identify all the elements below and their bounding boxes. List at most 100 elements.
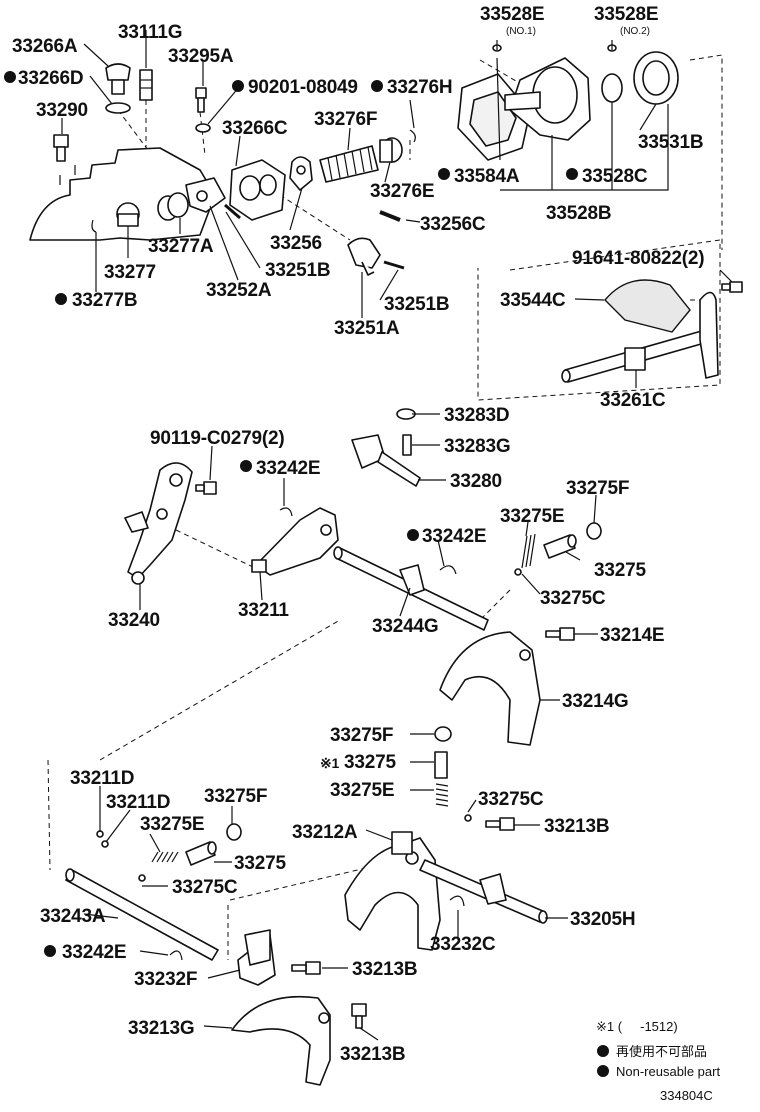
label-90119: 90119-C0279(2) [150,428,285,449]
label-33275F-c: 33275F [204,786,267,807]
ring-33277B [91,219,97,233]
label-33261C: 33261C [600,390,666,411]
label-33275-a: 33275 [594,560,646,581]
ball-33275C-a [514,568,522,576]
label-33244G: 33244G [372,616,438,637]
pin-33275-b [434,751,448,779]
label-33528C: 33528C [582,166,648,187]
breather-plug [105,63,131,95]
label-33283D: 33283D [444,405,509,426]
label-33251A: 33251A [334,318,400,339]
label-33528E-2: 33528E [594,4,658,25]
nonreusable-markers [4,71,609,1077]
seal-33528E-1 [601,73,623,103]
label-33275E-c: 33275E [140,814,204,835]
label-33275C-b: 33275C [478,789,544,810]
label-33531B: 33531B [638,132,703,153]
bolt-33213B-a [485,817,515,831]
label-33277B: 33277B [72,290,137,311]
fork-33213G [231,995,331,1086]
legend-note1: ※1 ( -1512) [596,1019,678,1034]
label-33205H: 33205H [570,909,635,930]
label-33277: 33277 [104,262,156,283]
label-33256: 33256 [270,233,322,254]
label-33295A: 33295A [168,46,234,67]
label-33252A: 33252A [206,280,272,301]
pin-33275-c [185,841,217,866]
case-33266C [229,159,286,221]
label-33111G: 33111G [118,22,182,43]
spring-33277A [157,192,189,221]
label-33251B-b: 33251B [384,294,449,315]
spring-33276F [319,145,379,183]
ring-33232C [449,895,465,907]
seat-33276E [379,137,403,163]
ring-33242E-b [439,565,457,575]
label-33266A: 33266A [12,36,78,57]
label-33275-c: 33275 [234,853,286,874]
label-33528E-1-sub: (NO.1) [506,26,536,37]
plug-33275F-b [434,726,452,742]
fork-33214G [439,631,541,746]
pin-33251B [224,203,241,220]
block-33251A [347,237,381,276]
ring-33276H [409,129,416,143]
ring-33242E-a [279,507,293,517]
plug-33275F-c [226,823,242,841]
legend: ※1 ( -1512) 再使用不可部品 Non-reusable part [596,1019,720,1079]
bolt-33290 [53,134,69,162]
label-33213B-c: 33213B [340,1044,405,1065]
label-33283G: 33283G [444,436,510,457]
seal-33528E-2 [633,51,679,105]
label-33275E-b: 33275E [330,780,394,801]
pin-33251B-2 [383,260,405,270]
legend-nonreuse-en: Non-reusable part [616,1064,720,1079]
label-33275F-a: 33275F [566,478,629,499]
label-33211D-a: 33211D [70,768,134,789]
pin-33256C [379,210,401,222]
retainer-33528B [504,57,591,141]
label-33276F: 33276F [314,109,377,130]
label-33544C: 33544C [500,290,566,311]
label-33214G: 33214G [562,691,628,712]
label-91641: 91641-80822(2) [572,248,704,269]
bolt-33213B-c [351,1003,367,1029]
bolt-90119 [195,481,217,495]
label-33276E: 33276E [370,181,434,202]
ball-33275C-b [464,814,472,822]
lever-33240 [124,462,193,585]
label-33275E-a: 33275E [500,506,564,527]
label-33584A: 33584A [454,166,520,187]
label-33276H: 33276H [387,77,452,98]
spring-33275E-c [151,851,179,863]
label-33242E-a: 33242E [256,458,320,479]
label-33251B-a: 33251B [265,260,330,281]
label-33528E-1: 33528E [480,4,544,25]
cover-33544C [604,279,691,333]
label-33275-b: 33275 [344,752,396,773]
shaft-33261C [561,291,719,383]
lever-33211 [251,507,339,576]
legend-nonreuse-jp: 再使用不可部品 [616,1044,707,1059]
shaft-33243A [65,868,219,961]
label-33280: 33280 [450,471,502,492]
label-33275C-a: 33275C [540,588,606,609]
ball-33275C-c [138,874,146,882]
bolt-91641 [721,281,743,293]
label-33213G: 33213G [128,1018,194,1039]
pin-33275-a [543,534,577,559]
bolt-33295A [195,87,207,113]
bolt-33214E [545,627,575,641]
label-33211D-b: 33211D [106,792,170,813]
pin-33283G [402,434,412,456]
label-33242E-c: 33242E [62,942,126,963]
bushing-33277 [116,202,140,227]
label-33275F-b: 33275F [330,725,393,746]
label-90201: 90201-08049 [248,77,358,98]
ring-33242E-c [169,950,183,961]
spring-33275E-a [521,533,536,569]
label-33528B: 33528B [546,203,611,224]
label-33275C-c: 33275C [172,877,238,898]
